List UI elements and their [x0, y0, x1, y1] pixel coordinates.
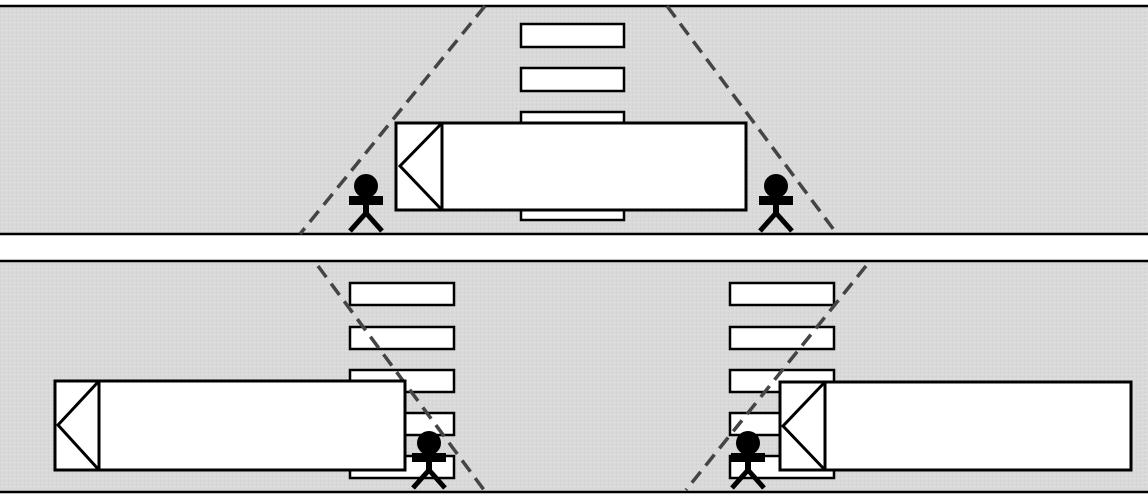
crosswalk-stripe	[521, 68, 624, 91]
truck-body	[780, 382, 1131, 470]
top-road-panel	[0, 6, 1148, 234]
crosswalk-stripe	[521, 24, 624, 47]
crosswalk-stripe	[350, 327, 454, 349]
crosswalk-stripe	[350, 283, 454, 305]
truck-body	[55, 381, 405, 470]
bottom-right-truck	[780, 382, 1131, 470]
crosswalk-stripe	[730, 283, 834, 305]
truck-body	[396, 123, 746, 210]
bottom-left-truck	[55, 381, 405, 470]
crosswalk-stripe	[730, 327, 834, 349]
bottom-road-panel	[0, 261, 1148, 492]
top-truck	[396, 123, 746, 210]
